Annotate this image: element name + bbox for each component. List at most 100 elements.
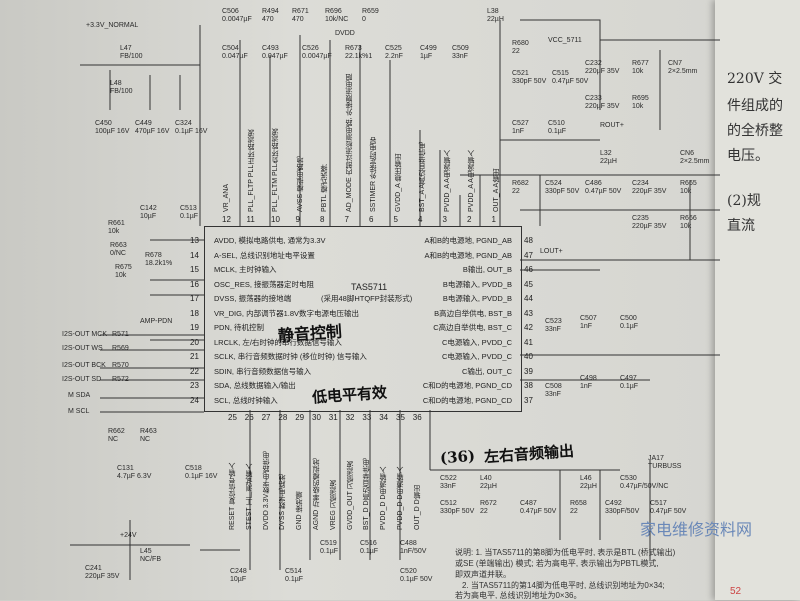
component-value: 22µH <box>600 158 617 165</box>
component-value: 470µF 16V <box>135 128 170 135</box>
component-value: TURBUSS <box>648 463 682 470</box>
pin-number: 25 <box>228 413 237 422</box>
component-value: 0.1µF <box>548 128 567 135</box>
pin-number: 29 <box>295 413 305 422</box>
component-ref: C498 <box>580 375 597 382</box>
pin-number: 15 <box>190 265 199 274</box>
pin-number: 39 <box>524 366 533 376</box>
r571: R571 <box>112 331 129 338</box>
component-ref: R671 <box>292 8 309 15</box>
net-24v: +24V <box>120 532 137 539</box>
pin-label: PVDD_A A电源输入 <box>443 150 451 212</box>
pin-number: 17 <box>190 294 199 303</box>
component-ref: CN7 <box>668 60 683 67</box>
component-ref: C517 <box>650 500 667 507</box>
component-ref: C142 <box>140 205 157 212</box>
component-ref: R673 <box>345 45 362 52</box>
component-value: 0.1µF <box>320 548 339 555</box>
component-ref: C523 <box>545 318 562 325</box>
pin-label: OUT_A A输出 <box>492 168 500 212</box>
r569: R569 <box>112 345 129 352</box>
component-value: 22µH <box>487 16 504 23</box>
component-value: 0.0047µF <box>222 16 252 23</box>
component-value: 10k/NC <box>325 16 349 23</box>
pin-label: C输出, OUT_C <box>461 366 512 376</box>
component-ref: L47 <box>120 45 132 52</box>
pin-number: 44 <box>524 294 533 303</box>
pin-number: 36 <box>412 413 422 422</box>
component-value: 0.1µF 16V <box>185 473 218 480</box>
component-ref: C497 <box>620 375 637 382</box>
pin-label: PVDD_D D电源输入 <box>380 466 388 530</box>
net-m-scl: M SCL <box>68 408 90 415</box>
pin-number: 20 <box>190 337 199 347</box>
component-value: 220µF 35V <box>632 188 667 195</box>
component-ref: C512 <box>440 500 457 507</box>
component-value: 10k <box>680 188 692 195</box>
component-ref: R663 <box>110 242 127 249</box>
component-value: 10µF <box>230 576 247 583</box>
component-value: 0 <box>362 16 366 23</box>
component-value: 0.47µF 50V <box>552 78 589 85</box>
pin-number: 16 <box>190 279 199 289</box>
component-ref: C510 <box>548 120 565 127</box>
pin-label: BST_D D高边自举供电 <box>363 458 371 530</box>
component-value: 0.47µF 50V <box>520 508 557 515</box>
component-value: 1µF <box>420 53 433 60</box>
component-ref: R658 <box>570 500 587 507</box>
component-ref: C507 <box>580 315 597 322</box>
component-value: 33nF <box>545 326 561 333</box>
component-value: 1nF <box>580 383 593 390</box>
component-value: 220µF 35V <box>85 573 120 580</box>
component-value: 0.047µF <box>222 53 248 60</box>
net-i2s-sd: I2S-OUT SD <box>62 376 102 383</box>
pin-label: B电源输入, PVDD_B <box>442 294 512 303</box>
pin-label: DVDD 3.3V数字电路供电 <box>262 451 270 530</box>
component-value: 0.1µF <box>620 323 639 330</box>
component-value: 330pF 50V <box>440 508 475 515</box>
pin-label: PBTL 模式选择 <box>321 164 328 212</box>
component-ref: R661 <box>108 220 125 227</box>
net-amp-pdn: AMP-PDN <box>140 318 173 325</box>
component-value: 0.47µF/50V/NC <box>620 483 669 490</box>
facing-text: 件组成的 <box>727 98 783 114</box>
component-value: 22 <box>512 188 520 195</box>
pin-number: 8 <box>320 215 325 224</box>
component-value: 470 <box>292 16 304 23</box>
component-ref: R695 <box>632 95 649 102</box>
chip-package: (采用48脚HTQFP封装形式) <box>321 294 413 303</box>
pin-number: 43 <box>524 308 533 318</box>
component-value: 10k <box>680 223 692 230</box>
component-ref: C525 <box>385 45 402 52</box>
pin-number: 24 <box>190 395 199 405</box>
pin-number: 10 <box>271 215 280 224</box>
component-ref: C527 <box>512 120 529 127</box>
facing-text: (2)规 <box>727 193 761 209</box>
pin-label: GVDD_OUT 习惯滤波 <box>346 461 354 530</box>
component-value: 330pF 50V <box>545 188 580 195</box>
pin-number: 38 <box>524 381 533 390</box>
page-number: 52 <box>730 586 742 597</box>
pin-number: 32 <box>345 413 355 422</box>
component-ref: C519 <box>320 540 337 547</box>
component-value: 22 <box>512 48 520 55</box>
pin-number: 35 <box>396 413 405 422</box>
component-value: 220µF 35V <box>585 68 620 75</box>
component-ref: R494 <box>262 8 279 15</box>
component-value: 0/NC <box>110 250 126 257</box>
component-ref: C521 <box>512 70 529 77</box>
component-ref: R672 <box>480 500 497 507</box>
pin-number: 23 <box>190 381 199 390</box>
component-value: 22 <box>570 508 578 515</box>
component-ref: R678 <box>145 252 162 259</box>
component-ref: C506 <box>222 8 239 15</box>
pin-label: AD_MODE 内部过流检测电路, 外接限流电阻 <box>345 73 353 212</box>
pin-label: B电源输入, PVDD_B <box>442 279 512 289</box>
pin-number: 46 <box>524 265 533 274</box>
pin-number: 37 <box>524 395 533 405</box>
pin-label: A-SEL, 总线识别地址电平设置 <box>214 250 315 260</box>
component-value: 0.47µF 50V <box>650 508 687 515</box>
net-i2s-ws: I2S-OUT WS <box>62 345 103 352</box>
component-ref: C513 <box>180 205 197 212</box>
pin-number: 19 <box>190 323 199 332</box>
